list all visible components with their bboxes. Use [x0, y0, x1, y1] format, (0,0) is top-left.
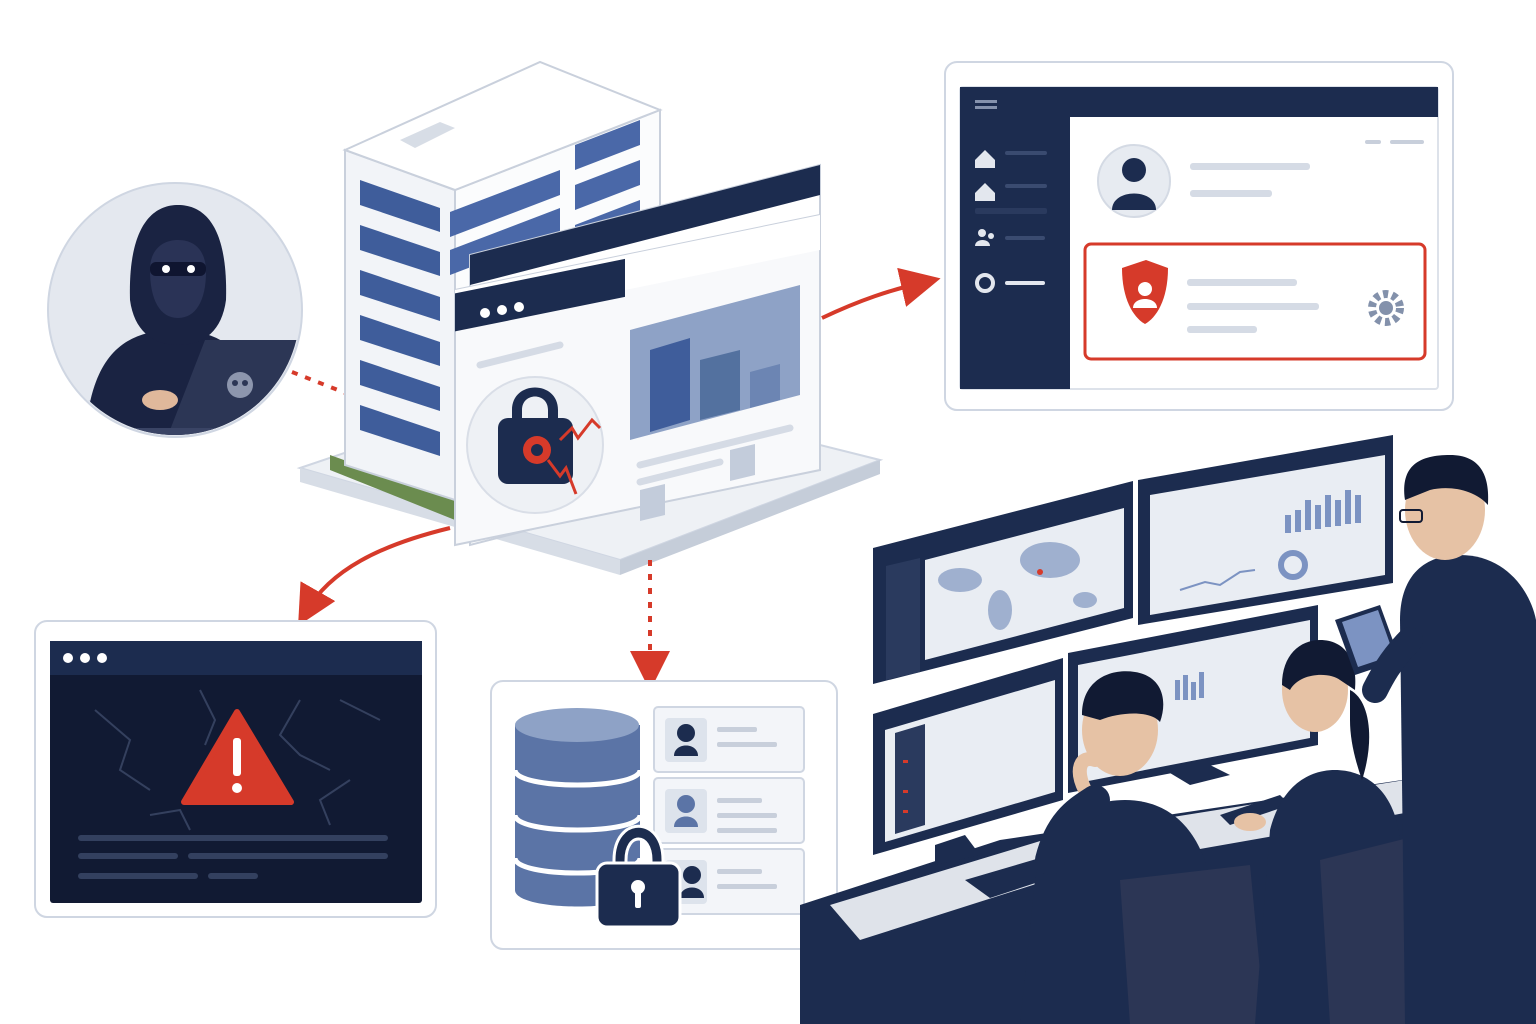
- database-icon: [512, 708, 643, 907]
- hacker-icon: [47, 182, 303, 438]
- padlock-icon: [595, 824, 682, 929]
- customer-database-panel: [490, 680, 838, 950]
- security-operations-center: [800, 435, 1536, 1024]
- compromised-website: [454, 163, 821, 547]
- arrow-to-admin: [821, 267, 941, 320]
- admin-panel: [944, 61, 1454, 411]
- error-page: [34, 620, 437, 918]
- arrow-to-error: [298, 526, 451, 626]
